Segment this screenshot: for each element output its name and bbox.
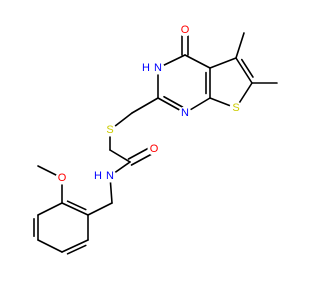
- bond: [37, 202, 63, 216]
- bond: [240, 58, 254, 78]
- svg-text:S: S: [106, 124, 113, 136]
- ring-nh-nitrogen-label: N: [151, 61, 165, 75]
- svg-text:H: H: [94, 170, 102, 182]
- svg-text:O: O: [58, 172, 67, 184]
- keto-oxygen-label: O: [178, 23, 192, 37]
- svg-text:O: O: [181, 24, 190, 36]
- amide-hydrogen-label: H: [91, 169, 105, 183]
- bond: [87, 202, 113, 216]
- amide-nitrogen-label: N: [103, 169, 117, 183]
- thioether-sulfur-label: S: [103, 123, 117, 137]
- bond: [61, 202, 89, 216]
- ring-nitrogen-label: N: [178, 106, 192, 120]
- bond: [209, 57, 237, 69]
- svg-text:S: S: [232, 102, 239, 114]
- amide-oxygen-label: O: [147, 142, 161, 156]
- bond: [37, 239, 63, 253]
- bond: [109, 149, 131, 163]
- bond: [131, 97, 159, 114]
- svg-text:N: N: [181, 107, 189, 119]
- svg-text:N: N: [106, 170, 114, 182]
- bond: [235, 57, 253, 84]
- ring-nh-hydrogen-label: H: [139, 61, 153, 75]
- bond: [163, 95, 184, 109]
- bond: [61, 239, 89, 253]
- methoxy-oxygen-label: O: [55, 171, 69, 185]
- svg-text:O: O: [150, 143, 159, 155]
- bond: [184, 54, 211, 69]
- bond: [235, 32, 245, 59]
- bond: [66, 244, 87, 255]
- bond: [66, 200, 87, 211]
- svg-text:N: N: [154, 62, 162, 74]
- thiophene-sulfur-label: S: [229, 101, 243, 115]
- svg-text:H: H: [142, 62, 150, 74]
